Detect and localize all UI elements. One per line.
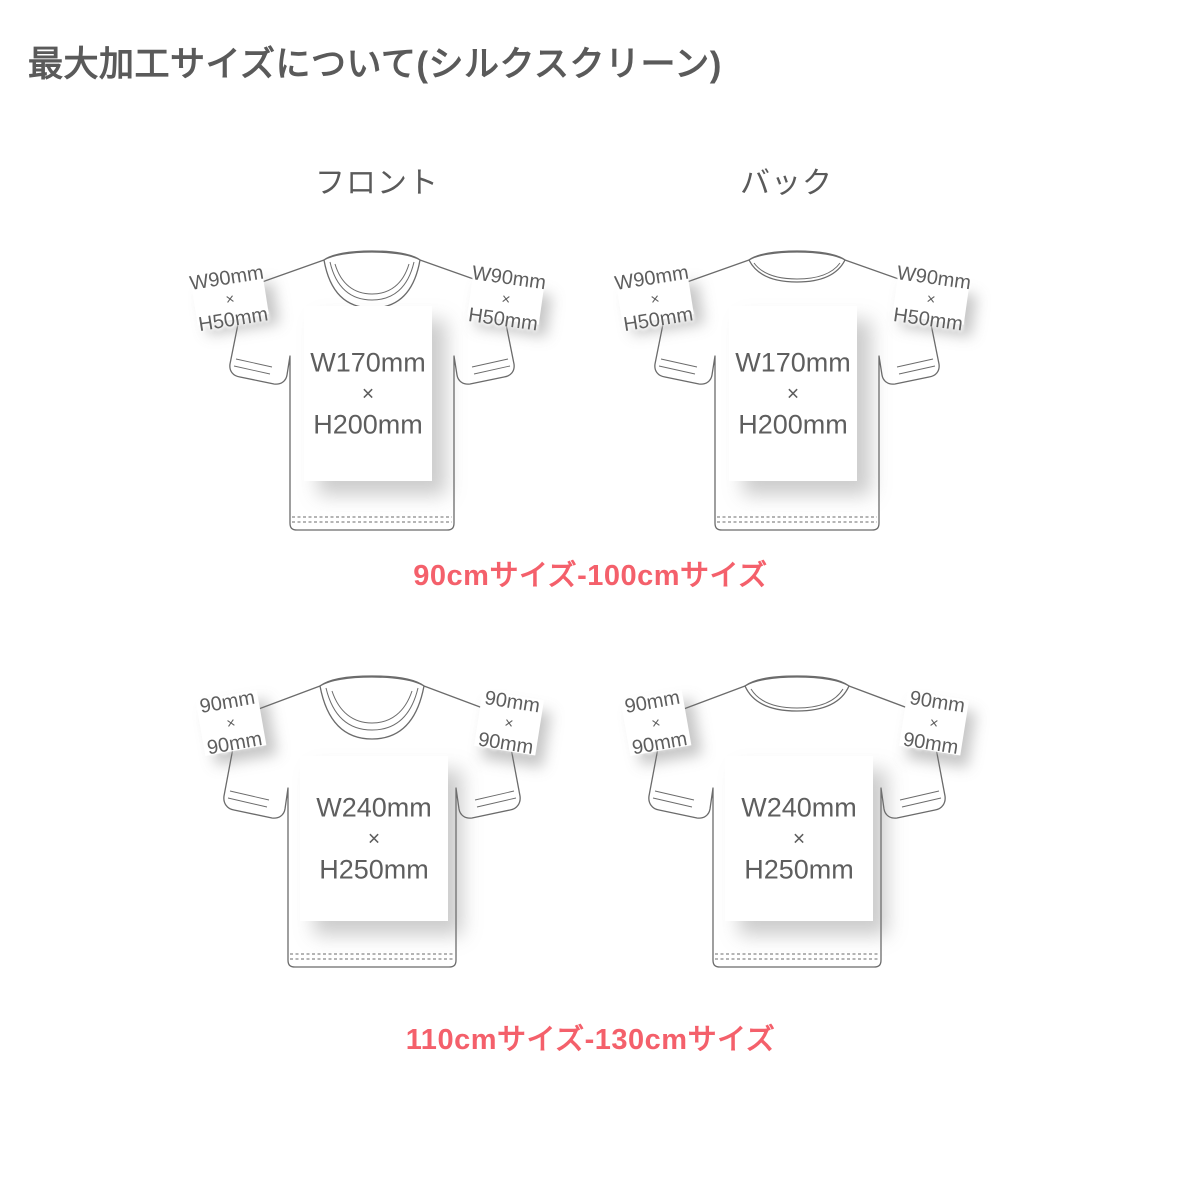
chest-width-value: W170mm: [735, 347, 851, 378]
sleeve-separator: ×: [649, 290, 661, 309]
chest-print-area: W240mm × H250mm: [300, 756, 448, 921]
chest-height-value: H250mm: [319, 854, 429, 885]
size-range-caption-110-130: 110cmサイズ-130cmサイズ: [405, 1024, 776, 1056]
chest-print-area: W170mm × H200mm: [304, 306, 432, 481]
shirt-diagram-back-110-130: 90mm × 90mm 90mm × 90mm W240mm × H250mm: [607, 660, 987, 990]
chest-separator: ×: [361, 382, 375, 406]
sleeve-print-size-left: 90mm × 90mm: [620, 687, 692, 759]
sleeve-separator: ×: [928, 714, 940, 733]
sleeve-separator: ×: [650, 714, 662, 733]
chest-separator: ×: [792, 827, 806, 851]
size-range-caption-90-100: 90cmサイズ-100cmサイズ: [413, 560, 768, 592]
page-title: 最大加工サイズについて(シルクスクリーン): [28, 45, 722, 84]
sleeve-print-size-left: W90mm × H50mm: [613, 262, 694, 337]
sleeve-print-size-right: W90mm × H50mm: [467, 262, 547, 335]
sleeve-print-size-right: 90mm × 90mm: [474, 687, 544, 759]
sleeve-separator: ×: [500, 290, 512, 309]
chest-width-value: W240mm: [741, 792, 857, 823]
sleeve-print-size-left: 90mm × 90mm: [195, 687, 267, 759]
column-header-front: フロント: [315, 167, 439, 200]
chest-print-area: W240mm × H250mm: [725, 756, 873, 921]
sleeve-separator: ×: [224, 290, 236, 309]
chest-width-value: W170mm: [310, 347, 426, 378]
chest-height-value: H250mm: [744, 854, 854, 885]
chest-height-value: H200mm: [738, 409, 848, 440]
chest-separator: ×: [367, 827, 381, 851]
chest-height-value: H200mm: [313, 409, 423, 440]
column-header-back: バック: [740, 167, 833, 200]
chest-print-area: W170mm × H200mm: [729, 306, 857, 481]
sleeve-print-size-right: 90mm × 90mm: [899, 687, 969, 759]
sleeve-separator: ×: [225, 714, 237, 733]
sleeve-separator: ×: [503, 714, 515, 733]
sleeve-print-size-right: W90mm × H50mm: [892, 262, 972, 335]
shirt-diagram-front-90-100: W90mm × H50mm W90mm × H50mm W170mm × H20…: [182, 238, 562, 568]
shirt-diagram-front-110-130: 90mm × 90mm 90mm × 90mm W240mm × H250mm: [182, 660, 562, 990]
sleeve-separator: ×: [925, 290, 937, 309]
shirt-diagram-back-90-100: W90mm × H50mm W90mm × H50mm W170mm × H20…: [607, 238, 987, 568]
chest-width-value: W240mm: [316, 792, 432, 823]
sleeve-print-size-left: W90mm × H50mm: [188, 262, 269, 337]
chest-separator: ×: [786, 382, 800, 406]
